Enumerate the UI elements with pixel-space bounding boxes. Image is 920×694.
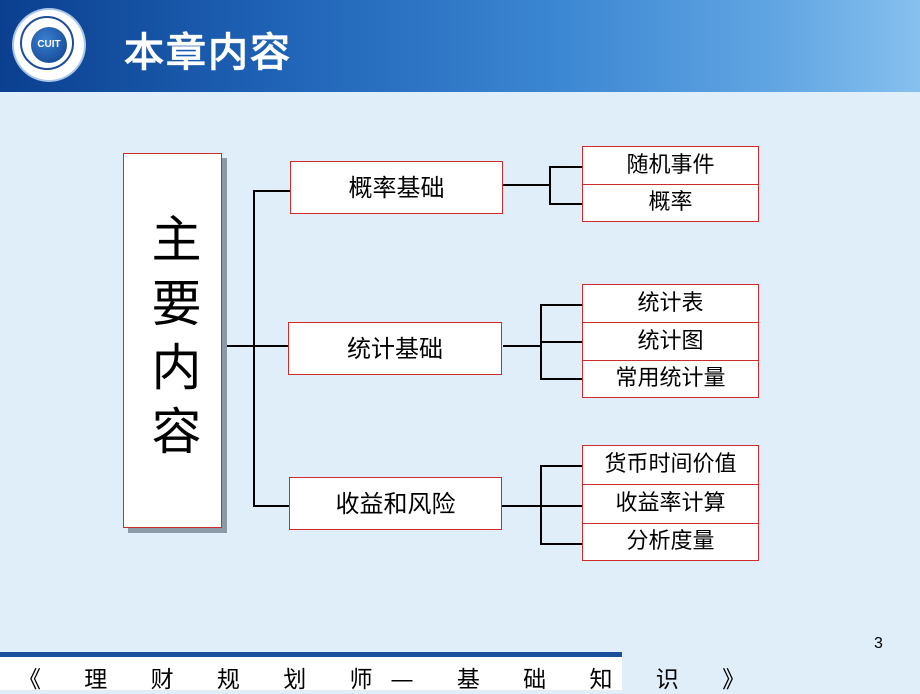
item-box: 常用统计量 bbox=[582, 360, 759, 398]
item-label: 常用统计量 bbox=[615, 366, 726, 391]
page-number: 3 bbox=[874, 635, 883, 652]
section-box-return-risk: 收益和风险 bbox=[289, 477, 502, 530]
connector-section-2-out bbox=[503, 345, 541, 347]
item-label: 统计图 bbox=[637, 328, 704, 354]
section-box-probability: 概率基础 bbox=[290, 161, 503, 214]
item-label: 随机事件 bbox=[626, 152, 715, 178]
slide-header: CUIT 本章内容 bbox=[0, 0, 920, 92]
item-label: 统计表 bbox=[637, 290, 704, 316]
connector-main-trunk bbox=[253, 190, 255, 507]
main-topic-box: 主要内容 bbox=[123, 153, 222, 528]
university-logo-icon: CUIT bbox=[14, 10, 84, 80]
connector-section-1-out bbox=[503, 184, 550, 186]
footer-course-title: 《 理 财 规 划 师— 基 础 知 识 》 bbox=[18, 667, 764, 693]
item-label: 货币时间价值 bbox=[604, 452, 737, 477]
connector-to-section-2 bbox=[253, 345, 288, 347]
item-box: 货币时间价值 bbox=[582, 445, 759, 485]
connector-to-section-1 bbox=[253, 190, 290, 192]
item-box: 概率 bbox=[582, 184, 759, 222]
connector-section-2-item-1 bbox=[540, 304, 582, 306]
connector-section-1-item-2 bbox=[549, 203, 582, 205]
connector-section-1-trunk bbox=[549, 166, 551, 204]
connector-section-2-item-2 bbox=[540, 341, 582, 343]
item-box: 随机事件 bbox=[582, 146, 759, 185]
footer-bar: 《 理 财 规 划 师— 基 础 知 识 》 bbox=[0, 652, 745, 693]
connector-section-3-item-1 bbox=[540, 465, 582, 467]
item-box: 统计表 bbox=[582, 284, 759, 323]
section-label: 统计基础 bbox=[347, 334, 443, 363]
item-box: 收益率计算 bbox=[582, 484, 759, 524]
connector-section-3-item-3 bbox=[540, 543, 582, 545]
section-label: 收益和风险 bbox=[335, 489, 456, 518]
connector-section-3-out bbox=[502, 505, 541, 507]
item-box: 分析度量 bbox=[582, 523, 759, 561]
connector-to-section-3 bbox=[253, 505, 289, 507]
logo-ring bbox=[20, 16, 74, 70]
section-label: 概率基础 bbox=[348, 173, 445, 202]
item-label: 收益率计算 bbox=[615, 491, 726, 516]
connector-section-3-item-2 bbox=[540, 505, 582, 507]
item-label: 分析度量 bbox=[626, 529, 715, 554]
item-label: 概率 bbox=[648, 190, 693, 215]
item-box: 统计图 bbox=[582, 322, 759, 361]
connector-section-2-item-3 bbox=[540, 378, 582, 380]
connector-main-horizontal bbox=[222, 345, 255, 347]
section-box-statistics: 统计基础 bbox=[288, 322, 502, 375]
logo-emblem: CUIT bbox=[31, 27, 67, 63]
connector-section-1-item-1 bbox=[549, 166, 582, 168]
main-topic-label: 主要内容 bbox=[143, 212, 202, 469]
slide-title: 本章内容 bbox=[124, 30, 292, 76]
